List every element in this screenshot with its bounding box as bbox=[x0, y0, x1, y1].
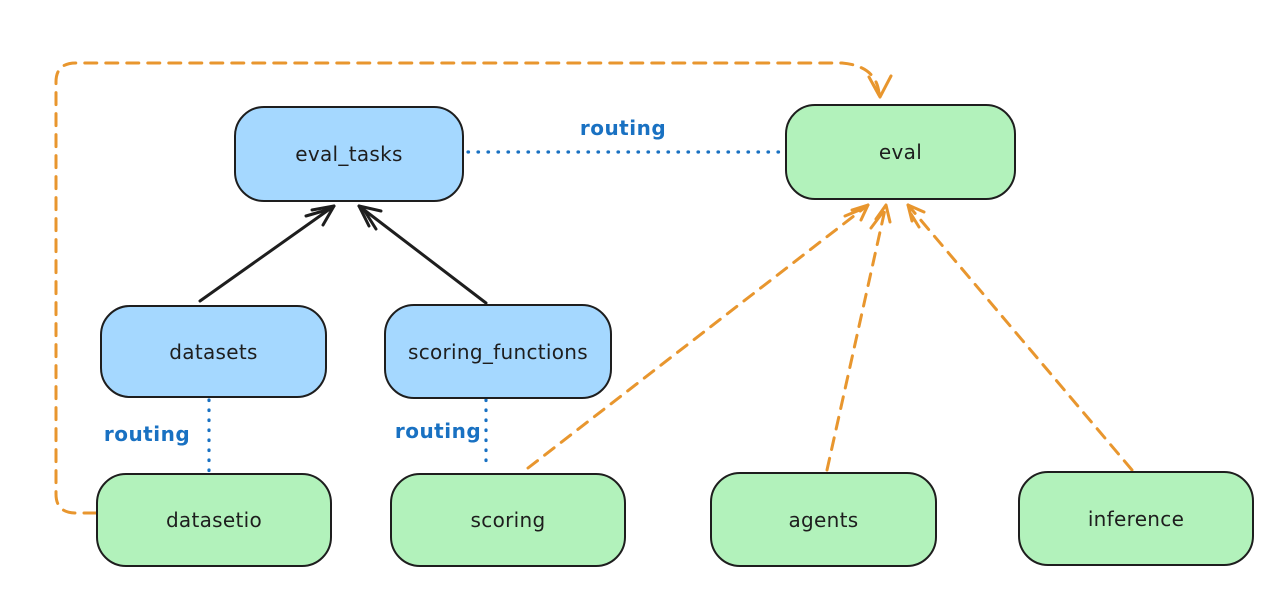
node-scoring-label: scoring bbox=[470, 508, 546, 532]
edge-label-routing-eval_tasks-eval: routing bbox=[579, 116, 667, 140]
node-datasets-label: datasets bbox=[169, 339, 258, 364]
node-eval-label: eval bbox=[878, 140, 923, 164]
node-eval_tasks-label: eval_tasks bbox=[295, 142, 403, 166]
node-inference: inference bbox=[1018, 471, 1254, 566]
node-datasetio-label: datasetio bbox=[165, 508, 263, 532]
edge-label-routing-datasets-datasetio: routing bbox=[103, 422, 191, 446]
edge-datasetio-to-eval bbox=[54, 61, 893, 515]
node-scoring_functions-label: scoring_functions bbox=[407, 339, 589, 364]
node-eval_tasks: eval_tasks bbox=[234, 106, 464, 202]
node-scoring_functions: scoring_functions bbox=[384, 304, 612, 399]
node-datasetio: datasetio bbox=[96, 473, 332, 567]
edge-scoring-to-eval bbox=[526, 203, 870, 470]
edge-agents-to-eval bbox=[825, 203, 892, 472]
node-eval: eval bbox=[785, 104, 1016, 200]
edge-inference-to-eval bbox=[906, 203, 1134, 472]
node-agents-label: agents bbox=[788, 507, 859, 532]
node-datasets: datasets bbox=[100, 305, 327, 398]
node-scoring: scoring bbox=[390, 473, 626, 567]
edge-scoring_functions-to-eval_tasks bbox=[357, 204, 488, 305]
edge-datasets-to-eval_tasks bbox=[198, 204, 336, 303]
node-inference-label: inference bbox=[1087, 506, 1185, 531]
node-agents: agents bbox=[710, 472, 937, 567]
edge-label-routing-scoring_functions-scoring: routing bbox=[394, 419, 482, 443]
